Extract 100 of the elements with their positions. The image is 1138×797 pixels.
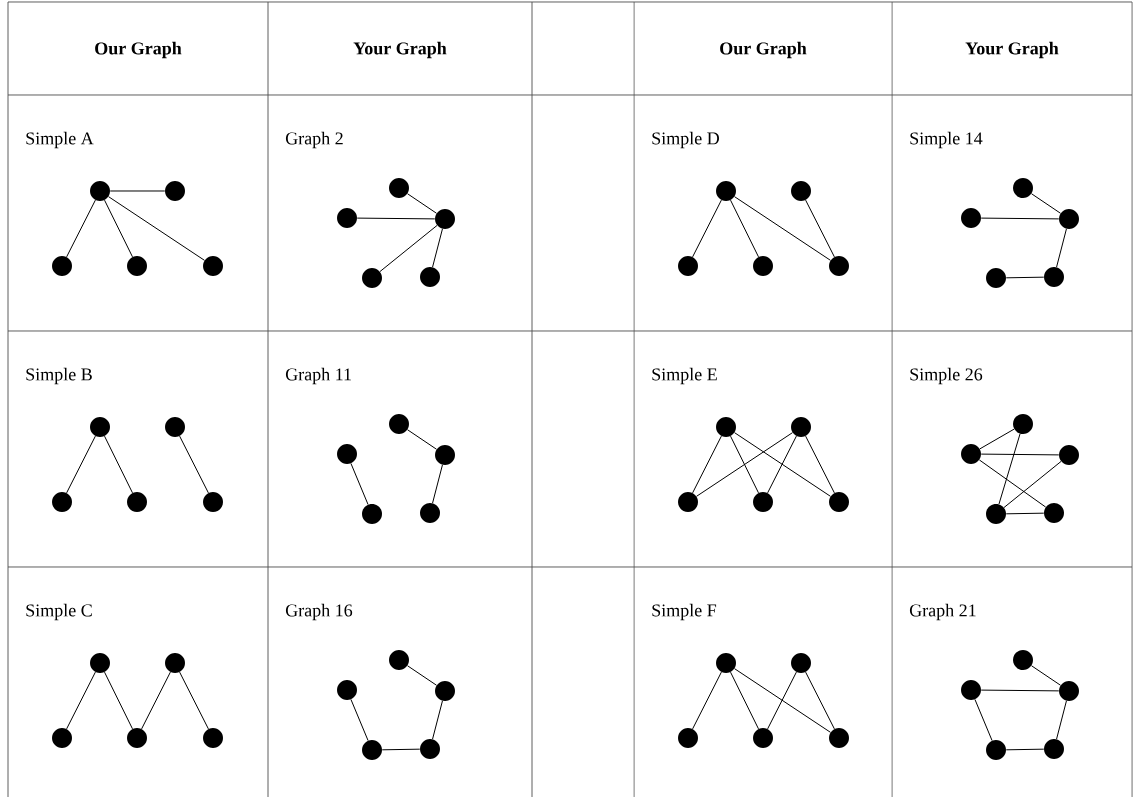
vertex-dot bbox=[1059, 681, 1079, 701]
vertex-dot bbox=[203, 728, 223, 748]
vertex-dot bbox=[52, 256, 72, 276]
vertex-dot bbox=[165, 417, 185, 437]
graph-title: Simple F bbox=[652, 603, 717, 621]
vertex-dot bbox=[435, 209, 455, 229]
graph-edge bbox=[730, 199, 759, 258]
graph-edge bbox=[1005, 748, 1045, 751]
vertex-dot bbox=[389, 650, 409, 670]
graph-edge bbox=[1056, 228, 1067, 268]
graph-title: Simple D bbox=[652, 131, 719, 149]
vertex-dot bbox=[678, 256, 698, 276]
vertex-dot bbox=[127, 492, 147, 512]
vertex-dot bbox=[165, 653, 185, 673]
vertex-dot bbox=[362, 740, 382, 760]
graph-edge bbox=[692, 199, 722, 258]
graph-edge bbox=[730, 435, 759, 494]
graph-title: Simple 14 bbox=[910, 131, 983, 149]
vertex-dot bbox=[716, 181, 736, 201]
vertex-dot bbox=[961, 208, 981, 228]
vertex-dot bbox=[203, 256, 223, 276]
vertex-dot bbox=[1013, 650, 1033, 670]
graph-edge bbox=[1030, 193, 1062, 214]
vertex-dot bbox=[203, 492, 223, 512]
graph-title: Simple 26 bbox=[910, 367, 983, 385]
vertex-dot bbox=[753, 492, 773, 512]
graph-edge bbox=[734, 432, 831, 497]
vertex-dot bbox=[90, 181, 110, 201]
graph-edge bbox=[104, 435, 133, 494]
graph-edge bbox=[350, 698, 369, 742]
graph-edge bbox=[406, 429, 438, 450]
graph-edge bbox=[1056, 700, 1067, 740]
graph-edge bbox=[104, 199, 133, 258]
graph-edge bbox=[141, 671, 171, 730]
vertex-dot bbox=[337, 208, 357, 228]
vertex-dot bbox=[1044, 739, 1064, 759]
vertex-dot bbox=[389, 414, 409, 434]
graph-edge bbox=[979, 428, 1015, 450]
vertex-dot bbox=[420, 739, 440, 759]
graph-edge bbox=[432, 464, 443, 504]
vertex-dot bbox=[791, 417, 811, 437]
graph-edge bbox=[1005, 276, 1045, 279]
vertex-dot bbox=[52, 492, 72, 512]
column-header: Our Graph bbox=[95, 41, 182, 59]
graph-edge bbox=[379, 224, 438, 273]
vertex-dot bbox=[986, 740, 1006, 760]
graph-edge bbox=[805, 435, 835, 494]
graph-edge bbox=[696, 432, 793, 497]
graph-edge bbox=[767, 435, 797, 494]
vertex-dot bbox=[52, 728, 72, 748]
graph-edge bbox=[108, 196, 205, 261]
graph-edge bbox=[66, 199, 96, 258]
graph-edge bbox=[978, 459, 1047, 508]
graph-edge bbox=[406, 665, 438, 686]
graph-edge bbox=[767, 671, 797, 730]
graph-edge bbox=[974, 698, 993, 742]
graph-edge bbox=[730, 671, 759, 730]
graph-edge bbox=[179, 435, 209, 494]
vertex-dot bbox=[1059, 445, 1079, 465]
vertex-dot bbox=[986, 504, 1006, 524]
graph-edge bbox=[406, 193, 438, 214]
graph-edge bbox=[432, 228, 443, 268]
vertex-dot bbox=[420, 503, 440, 523]
graph-title: Simple B bbox=[26, 367, 92, 385]
vertex-dot bbox=[90, 653, 110, 673]
graph-edge bbox=[66, 435, 96, 494]
graph-edge bbox=[692, 435, 722, 494]
vertex-dot bbox=[1044, 267, 1064, 287]
column-header: Your Graph bbox=[353, 41, 447, 59]
vertex-dot bbox=[1044, 503, 1064, 523]
graph-title: Graph 16 bbox=[285, 603, 353, 621]
vertex-dot bbox=[753, 728, 773, 748]
graph-title: Simple A bbox=[26, 131, 94, 149]
graph-edge bbox=[381, 748, 421, 751]
column-header: Our Graph bbox=[720, 41, 807, 59]
vertex-dot bbox=[435, 681, 455, 701]
graph-edge bbox=[66, 671, 96, 730]
graph-title: Simple C bbox=[26, 603, 92, 621]
vertex-dot bbox=[90, 417, 110, 437]
vertex-dot bbox=[362, 504, 382, 524]
vertex-dot bbox=[435, 445, 455, 465]
vertex-dot bbox=[829, 256, 849, 276]
vertex-dot bbox=[791, 653, 811, 673]
vertex-dot bbox=[362, 268, 382, 288]
vertex-dot bbox=[961, 680, 981, 700]
graph-edge bbox=[350, 462, 369, 506]
graph-edge bbox=[1030, 665, 1062, 686]
vertex-dot bbox=[716, 417, 736, 437]
vertex-dot bbox=[986, 268, 1006, 288]
vertex-dot bbox=[165, 181, 185, 201]
vertex-dot bbox=[829, 728, 849, 748]
vertex-dot bbox=[791, 181, 811, 201]
vertex-dot bbox=[420, 267, 440, 287]
vertex-dot bbox=[127, 728, 147, 748]
vertex-dot bbox=[678, 492, 698, 512]
vertex-dot bbox=[716, 653, 736, 673]
column-header: Your Graph bbox=[965, 41, 1059, 59]
graph-title: Graph 11 bbox=[285, 367, 351, 385]
graph-edge bbox=[356, 217, 436, 220]
graph-title: Simple E bbox=[652, 367, 717, 385]
